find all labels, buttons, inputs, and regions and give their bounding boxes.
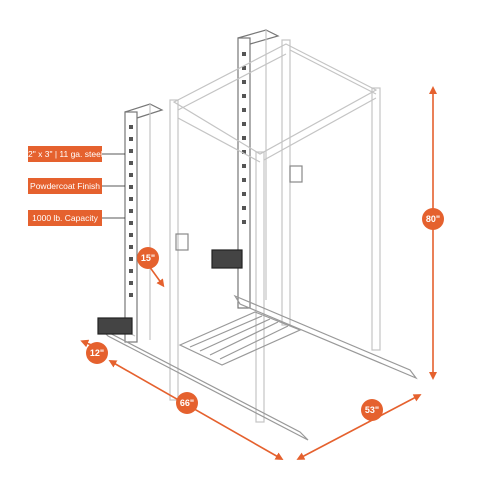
length-dimension-line <box>108 360 284 460</box>
storage-depth-badge: 15" <box>137 247 159 269</box>
height-badge: 80" <box>422 208 444 230</box>
length-badge: 66" <box>176 392 198 414</box>
upright-holes <box>129 52 246 297</box>
finish-spec-label: Powdercoat Finish <box>28 178 102 194</box>
rear-storage-uprights <box>124 29 280 343</box>
foot-depth-badge: 12" <box>86 342 108 364</box>
width-dimension-line <box>296 394 422 460</box>
power-rack-illustration <box>97 29 418 441</box>
capacity-spec-label: 1000 lb. Capacity <box>28 210 102 226</box>
floor-plate <box>178 311 302 366</box>
dimension-lines <box>80 86 437 460</box>
top-crossmembers <box>172 43 378 163</box>
steel-spec-label: 2" x 3" | 11 ga. steel <box>28 146 102 162</box>
label-leaders <box>102 153 125 219</box>
storage-pins <box>97 165 303 335</box>
width-badge: 53" <box>361 399 383 421</box>
storage-dimension-line <box>148 265 165 288</box>
